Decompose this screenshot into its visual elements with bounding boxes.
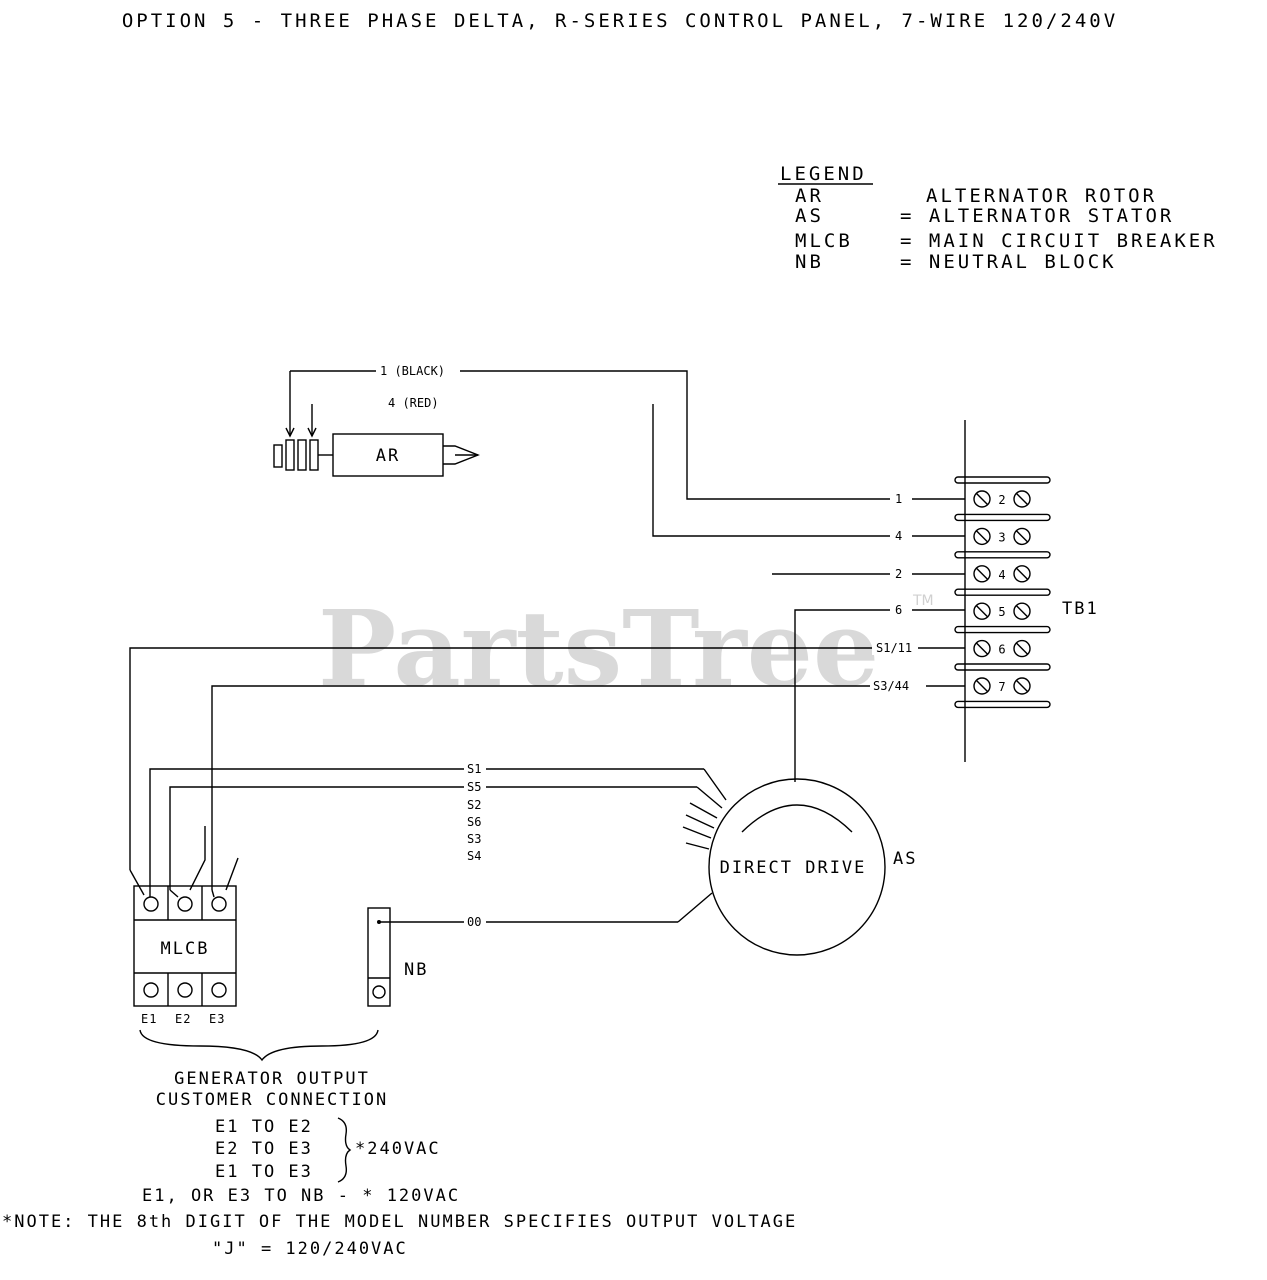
notes-line-2: E2 TO E3	[215, 1139, 313, 1159]
terminal-screw-icon	[973, 602, 991, 620]
tb-terminal-6: 6	[973, 639, 1031, 658]
rotor-label: AR	[376, 446, 400, 466]
legend-heading: LEGEND	[780, 163, 867, 185]
mlcb-label: MLCB	[161, 939, 210, 959]
nb-label: NB	[404, 960, 428, 980]
terminal-screw-icon	[1013, 639, 1031, 658]
terminal-screw-icon	[975, 492, 989, 506]
tb-wire-label-2: 4	[895, 529, 902, 543]
terminal-screw-icon	[973, 565, 991, 583]
terminal-screw-icon	[1015, 567, 1029, 581]
stator-lead-s3: S3	[467, 832, 481, 846]
terminal-screw-icon	[1013, 527, 1031, 546]
stator-lead-s2: S2	[467, 798, 481, 812]
tb-terminal-number: 4	[998, 568, 1005, 582]
output-brace	[139, 1029, 379, 1062]
wire-label-red: 4 (RED)	[388, 396, 439, 410]
stator-label: AS	[893, 849, 917, 869]
tb-terminal-number: 6	[998, 643, 1005, 657]
terminal-screw-icon	[973, 639, 991, 658]
terminal-screw-icon	[1015, 529, 1029, 543]
terminal-screw-icon	[1013, 602, 1031, 620]
legend-code-ar: AR	[795, 185, 824, 207]
tb-wire-label-4: 6	[895, 603, 902, 617]
notes-line-4: E1, OR E3 TO NB - * 120VAC	[142, 1186, 460, 1206]
terminal-block-tb1: 2 3 4 5 6 7 TB1	[954, 420, 1099, 762]
terminal-screw-icon	[975, 642, 989, 656]
notes-voltage-240: *240VAC	[355, 1139, 441, 1159]
tb-rail	[954, 663, 1051, 671]
mlcb-output-e1: E1	[141, 1012, 157, 1026]
stator-lead-s5: S5	[467, 780, 481, 794]
notes-heading-1: GENERATOR OUTPUT	[174, 1069, 370, 1089]
tb-terminal-2: 2	[973, 490, 1031, 508]
neutral-wire-label: 00	[467, 915, 481, 929]
tb-rail	[954, 625, 1051, 634]
legend-desc-ar: ALTERNATOR ROTOR	[926, 185, 1157, 207]
notes-footnote: *NOTE: THE 8th DIGIT OF THE MODEL NUMBER…	[2, 1212, 797, 1232]
terminal-screw-icon	[1013, 677, 1031, 695]
legend-desc-as: = ALTERNATOR STATOR	[900, 205, 1174, 227]
terminal-screw-icon	[1015, 492, 1029, 506]
neutral-block: NB	[367, 907, 428, 1007]
tb-rail	[954, 700, 1051, 709]
terminal-screw-icon	[973, 677, 991, 695]
tb-rail	[954, 476, 1051, 484]
terminal-screw-icon	[975, 679, 989, 693]
tb-rail	[954, 551, 1051, 559]
tb-terminal-5: 5	[973, 602, 1031, 620]
mlcb-output-e3: E3	[209, 1012, 225, 1026]
tb-rail	[954, 588, 1051, 596]
legend-code-as: AS	[795, 205, 824, 227]
wire-label-black: 1 (BLACK)	[380, 364, 445, 378]
tb-rail	[954, 513, 1051, 522]
stator-lead-s6: S6	[467, 815, 481, 829]
legend-code-nb: NB	[795, 251, 824, 273]
stator-inner-label: DIRECT DRIVE	[720, 858, 867, 878]
mlcb-output-e2: E2	[175, 1012, 191, 1026]
terminal-screw-icon	[1013, 565, 1031, 583]
terminal-screw-icon	[1015, 604, 1029, 618]
notes-heading-2: CUSTOMER CONNECTION	[156, 1090, 388, 1110]
notes-line-1: E1 TO E2	[215, 1117, 313, 1137]
legend-desc-mlcb: = MAIN CIRCUIT BREAKER	[900, 230, 1218, 252]
terminal-screw-icon	[1013, 490, 1031, 508]
legend-code-mlcb: MLCB	[795, 230, 853, 252]
terminal-screw-icon	[973, 490, 991, 508]
terminal-screw-icon	[975, 604, 989, 618]
alternator-rotor: AR	[273, 371, 480, 477]
stator-lead-s1: S1	[467, 762, 481, 776]
tb-terminal-number: 2	[998, 493, 1005, 507]
alternator-stator: DIRECT DRIVE AS	[677, 768, 917, 956]
notes-footnote-2: "J" = 120/240VAC	[212, 1239, 408, 1259]
legend: LEGEND AR ALTERNATOR ROTOR AS = ALTERNAT…	[778, 163, 1218, 273]
watermark-tm: TM	[912, 593, 934, 609]
tb1-label: TB1	[1062, 599, 1099, 619]
terminal-screw-icon	[975, 529, 989, 543]
tb-terminal-number: 3	[998, 530, 1005, 544]
tb-wire-label-5: S1/11	[876, 641, 912, 655]
diagram-title: OPTION 5 - THREE PHASE DELTA, R-SERIES C…	[122, 10, 1118, 32]
terminal-screw-icon	[975, 567, 989, 581]
tb-wire-label-3: 2	[895, 567, 902, 581]
tb-terminal-number: 5	[998, 605, 1005, 619]
stator-lead-s4: S4	[467, 849, 481, 863]
tb-wire-label-1: 1	[895, 492, 902, 506]
terminal-screw-icon	[1015, 642, 1029, 656]
terminal-screw-icon	[1015, 679, 1029, 693]
main-circuit-breaker: MLCB E1 E2 E3	[129, 826, 239, 1026]
tb-terminal-3: 3	[973, 527, 1031, 546]
tb-terminal-7: 7	[973, 677, 1031, 695]
tb-terminal-number: 7	[998, 680, 1005, 694]
tb-terminal-4: 4	[973, 565, 1031, 583]
notes: GENERATOR OUTPUT CUSTOMER CONNECTION E1 …	[2, 1069, 797, 1259]
tb-wire-label-6: S3/44	[873, 679, 909, 693]
terminal-screw-icon	[973, 527, 991, 546]
notes-line-3: E1 TO E3	[215, 1162, 313, 1182]
legend-desc-nb: = NEUTRAL BLOCK	[900, 251, 1117, 273]
